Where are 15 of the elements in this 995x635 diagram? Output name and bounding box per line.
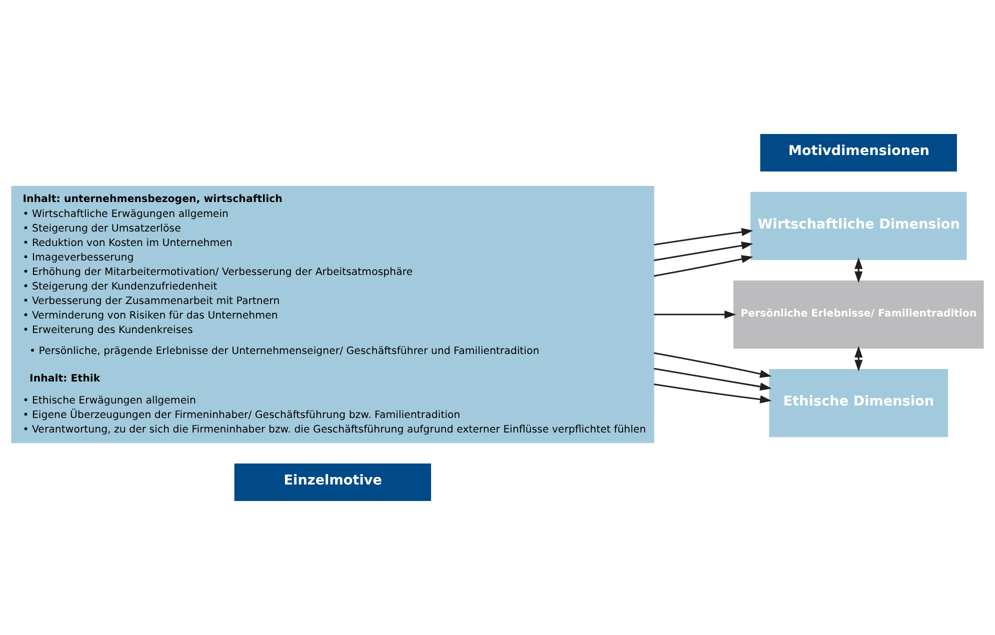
arrow — [654, 352, 772, 378]
node-box: Wirtschaftliche Dimension — [750, 192, 967, 260]
arrow — [854, 346, 863, 372]
node-box: Persönliche Erlebnisse/ Familientradition — [733, 280, 984, 349]
arrow — [654, 255, 754, 277]
arrow — [854, 257, 863, 283]
node-box: Inhalt: unternehmensbezogen, wirtschaftlich • Wirtschaftliche Erwägungen allgemein • Steigerung der Umsatzerlöse • Reduktion von Kosten im Unternehmen • Imageverbesserung • Erhöhung der Mitarbeitermotivation/ Verbesserung der Arbeitsatmosphäre • Steigerung der Kundenzufriedenheit • Verbesserung der Zusammenarbeit mit Partnern • Verminderung von Risiken für das Unternehmen • Erweiterung des Kundenkreises • Persönliche, prägende Erlebnisse der Unternehmenseigner/ Geschäftsführer und Familientradition Inhalt: Ethik • Ethische Erwägungen allgemein • Eigene Überzeugungen der Firmeninhaber/ Geschäftsführung bzw. Familientradition • Verantwortung, zu der sich die Firmeninhaber bzw. die Geschäftsführung aufgrund externer Einflüsse verpflichtet fühlen — [11, 186, 654, 444]
arrow — [654, 310, 736, 319]
arrow — [654, 368, 772, 391]
arrow — [654, 384, 772, 404]
node-box: Motivdimensionen — [760, 134, 957, 172]
arrow — [654, 242, 754, 262]
node-box: Einzelmotive — [234, 464, 432, 502]
node-box: Ethische Dimension — [769, 369, 948, 438]
arrow — [654, 228, 754, 246]
